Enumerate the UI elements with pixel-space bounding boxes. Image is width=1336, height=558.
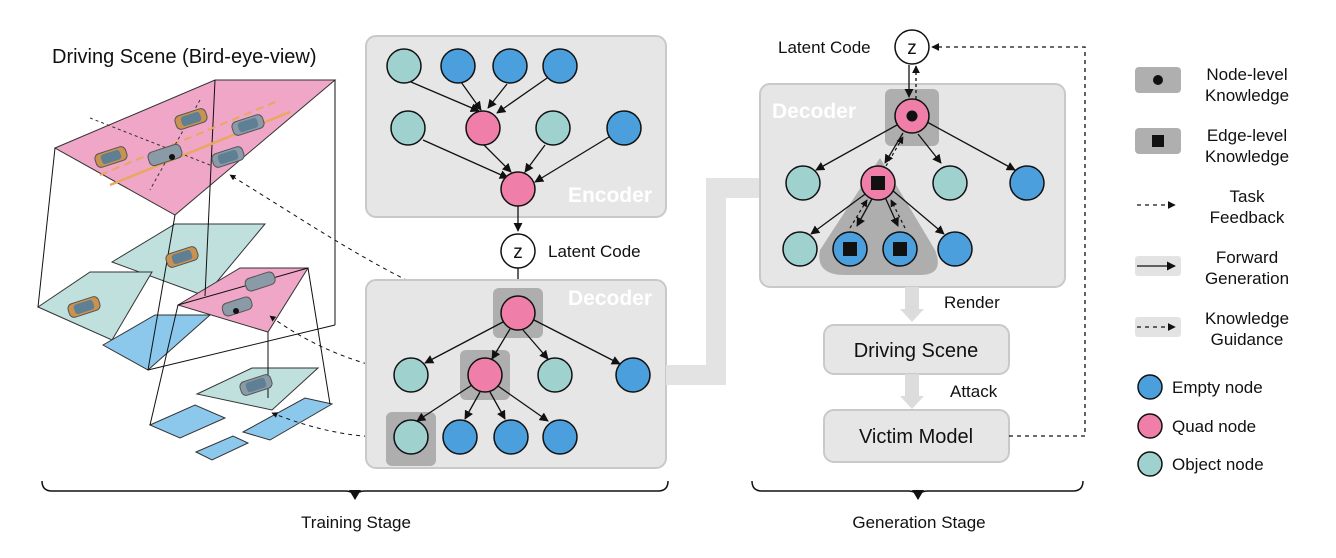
encoder-empty-node bbox=[606, 110, 642, 146]
encoder-empty-node bbox=[542, 48, 578, 84]
sub-plane-blue-1 bbox=[148, 404, 227, 439]
legend-forward-line1: Forward bbox=[1216, 248, 1278, 267]
latent-code-label: Latent Code bbox=[548, 242, 641, 261]
generation-brace-tip bbox=[912, 490, 924, 500]
render-label: Render bbox=[944, 293, 1000, 312]
encoder-object-node bbox=[390, 110, 426, 146]
encoder-edges bbox=[410, 75, 610, 232]
node-knowledge-marker bbox=[906, 110, 918, 122]
stage-connector bbox=[666, 178, 760, 385]
top-plane bbox=[53, 79, 337, 216]
bev-title: Driving Scene (Bird-eye-view) bbox=[52, 46, 317, 68]
latent-decoder-link-gen bbox=[904, 65, 920, 99]
object-node-legend-icon bbox=[1137, 451, 1163, 477]
legend-guidance-swatch bbox=[1135, 317, 1181, 337]
decoder-edges-generation bbox=[810, 121, 1016, 235]
decoder-edges-training bbox=[416, 319, 621, 422]
latent-symbol-gen: z bbox=[907, 38, 917, 59]
encoder-object-node bbox=[535, 110, 571, 146]
encoder-empty-node bbox=[440, 48, 476, 84]
edge-knowledge-legend-icon bbox=[1152, 135, 1164, 147]
decoder-nodes-training bbox=[393, 295, 651, 455]
legend-quad-node: Quad node bbox=[1172, 417, 1256, 436]
empty-node-legend-icon bbox=[1137, 374, 1163, 400]
encoder-empty-node bbox=[492, 48, 528, 84]
bev-frame-lines bbox=[37, 79, 336, 426]
decoder-empty-node bbox=[493, 419, 529, 455]
decoder-object-node bbox=[537, 357, 573, 393]
driving-scene-label: Driving Scene bbox=[854, 340, 979, 362]
feedback-edges-generation bbox=[849, 136, 906, 229]
training-brace-tip bbox=[349, 490, 361, 500]
legend-node-knowledge-line2: Knowledge bbox=[1205, 86, 1289, 105]
decoder-label-generation: Decoder bbox=[772, 100, 856, 123]
legend-guidance-line2: Guidance bbox=[1211, 330, 1284, 349]
decoder-empty-node bbox=[615, 357, 651, 393]
encoder-panel bbox=[365, 35, 667, 218]
gen-empty-node bbox=[1009, 165, 1045, 201]
encoder-quad-node bbox=[500, 171, 536, 207]
decoder-empty-node bbox=[542, 419, 578, 455]
legend-node-knowledge-line1: Node-level bbox=[1206, 65, 1287, 84]
edge-knowledge-marker bbox=[893, 242, 907, 256]
legend-object-node: Object node bbox=[1172, 455, 1264, 474]
decoder-object-node bbox=[393, 357, 429, 393]
latent-code-label-gen: Latent Code bbox=[778, 38, 871, 57]
edge-knowledge-marker bbox=[871, 176, 885, 190]
gen-empty-node bbox=[937, 231, 973, 267]
decoder-empty-node bbox=[442, 419, 478, 455]
car-icons bbox=[67, 108, 276, 396]
latent-code-node-gen bbox=[894, 29, 930, 65]
gen-object-node bbox=[782, 231, 818, 267]
legend-forward-line2: Generation bbox=[1205, 269, 1289, 288]
render-arrowhead bbox=[900, 309, 924, 322]
legend: Node-level Knowledge Edge-level Knowledg… bbox=[1135, 65, 1289, 477]
training-stage-label: Training Stage bbox=[301, 513, 411, 532]
gen-object-node bbox=[785, 165, 821, 201]
legend-task-feedback-line2: Feedback bbox=[1210, 208, 1285, 227]
legend-task-feedback-line1: Task bbox=[1230, 187, 1265, 206]
legend-empty-node: Empty node bbox=[1172, 378, 1263, 397]
legend-edge-knowledge-line1: Edge-level bbox=[1207, 126, 1287, 145]
lane-marking-dashed bbox=[99, 99, 281, 176]
decoder-object-node bbox=[393, 419, 429, 455]
decoder-quad-node bbox=[500, 295, 536, 331]
edge-knowledge-marker bbox=[843, 242, 857, 256]
bev-scene-illustration: Driving Scene (Bird-eye-view) bbox=[36, 46, 337, 461]
encoder-nodes bbox=[386, 48, 642, 207]
encoder-quad-node bbox=[465, 110, 501, 146]
decoder-label-training: Decoder bbox=[568, 287, 652, 310]
decoder-quad-node bbox=[467, 357, 503, 393]
grid-dash-2 bbox=[149, 99, 201, 191]
node-knowledge-legend-icon bbox=[1153, 75, 1163, 85]
attack-arrowhead bbox=[900, 396, 924, 409]
generation-stage-label: Generation Stage bbox=[852, 513, 985, 532]
attack-label: Attack bbox=[950, 382, 998, 401]
encoder-object-node bbox=[386, 48, 422, 84]
decoder-nodes-generation bbox=[782, 98, 1045, 267]
encoder-label: Encoder bbox=[568, 184, 652, 207]
legend-edge-knowledge-line2: Knowledge bbox=[1205, 147, 1289, 166]
victim-model-label: Victim Model bbox=[859, 426, 973, 448]
gen-object-node bbox=[932, 165, 968, 201]
legend-guidance-line1: Knowledge bbox=[1205, 309, 1289, 328]
latent-symbol: z bbox=[513, 242, 523, 263]
quad-node-legend-icon bbox=[1137, 413, 1163, 439]
sub-plane-blue-3 bbox=[194, 435, 250, 461]
